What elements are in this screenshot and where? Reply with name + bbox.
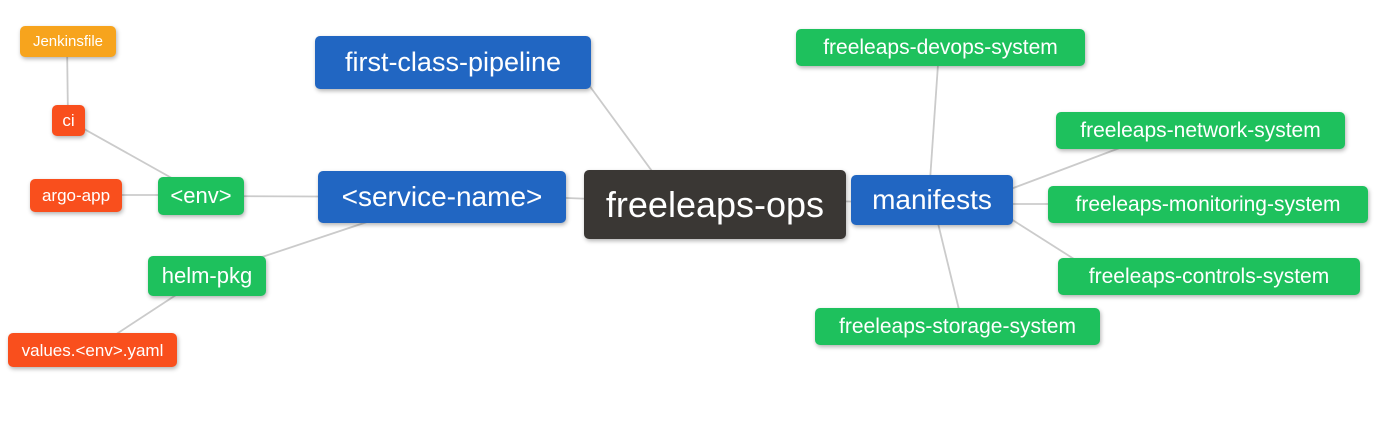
- mindmap-node-storage-system[interactable]: freeleaps-storage-system: [815, 308, 1100, 345]
- edge-manifests-network-system: [999, 145, 1126, 194]
- mindmap-node-controls-system[interactable]: freeleaps-controls-system: [1058, 258, 1360, 295]
- mindmap-node-first-class-pipeline[interactable]: first-class-pipeline: [315, 36, 591, 89]
- mindmap-node-jenkinsfile[interactable]: Jenkinsfile: [20, 26, 116, 57]
- mindmap-node-env[interactable]: <env>: [158, 177, 244, 215]
- mindmap-node-service-name[interactable]: <service-name>: [318, 171, 566, 223]
- mindmap-node-monitoring-system[interactable]: freeleaps-monitoring-system: [1048, 186, 1368, 223]
- mindmap-node-manifests[interactable]: manifests: [851, 175, 1013, 225]
- mindmap-node-argo-app[interactable]: argo-app: [30, 179, 122, 212]
- mindmap-node-ci[interactable]: ci: [52, 105, 85, 136]
- mindmap-node-helm-pkg[interactable]: helm-pkg: [148, 256, 266, 296]
- edge-manifests-storage-system: [935, 214, 963, 323]
- mindmap-node-freeleaps-ops[interactable]: freeleaps-ops: [584, 170, 846, 239]
- edge-manifests-devops-system: [928, 49, 940, 196]
- mindmap-node-network-system[interactable]: freeleaps-network-system: [1056, 112, 1345, 149]
- mindmap-node-values-env-yaml[interactable]: values.<env>.yaml: [8, 333, 177, 367]
- mindmap-node-devops-system[interactable]: freeleaps-devops-system: [796, 29, 1085, 66]
- edge-manifests-controls-system: [999, 211, 1086, 267]
